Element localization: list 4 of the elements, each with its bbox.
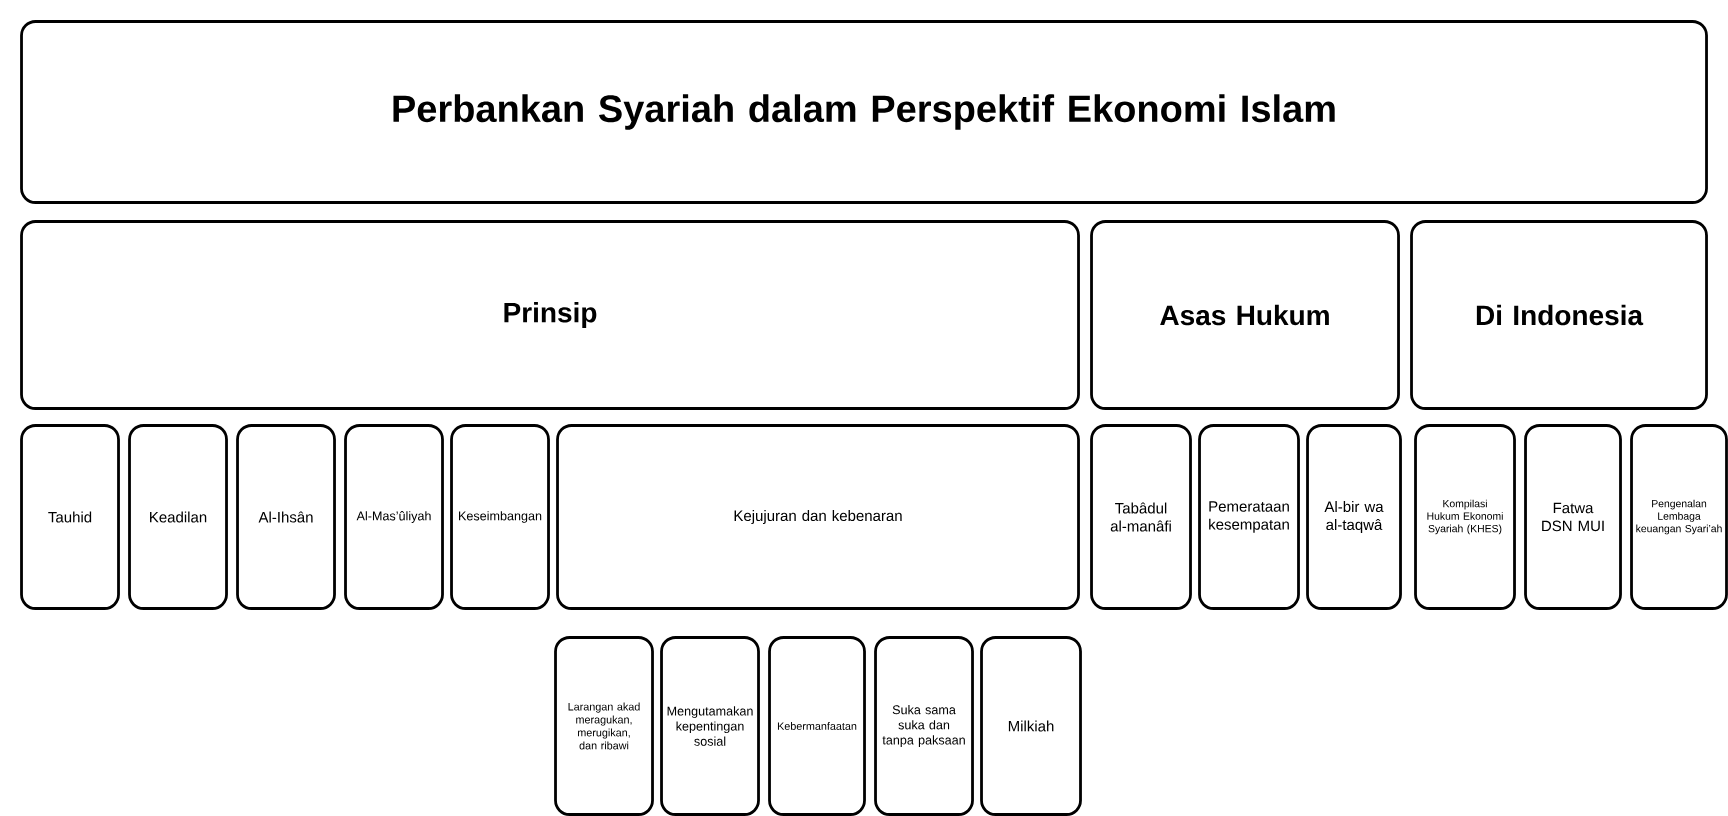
category-box: Prinsip bbox=[20, 220, 1080, 410]
category-box: Di Indonesia bbox=[1410, 220, 1708, 410]
title-box: Perbankan Syariah dalam Perspektif Ekonomi Islam bbox=[20, 20, 1708, 204]
category-box: Asas Hukum bbox=[1090, 220, 1400, 410]
